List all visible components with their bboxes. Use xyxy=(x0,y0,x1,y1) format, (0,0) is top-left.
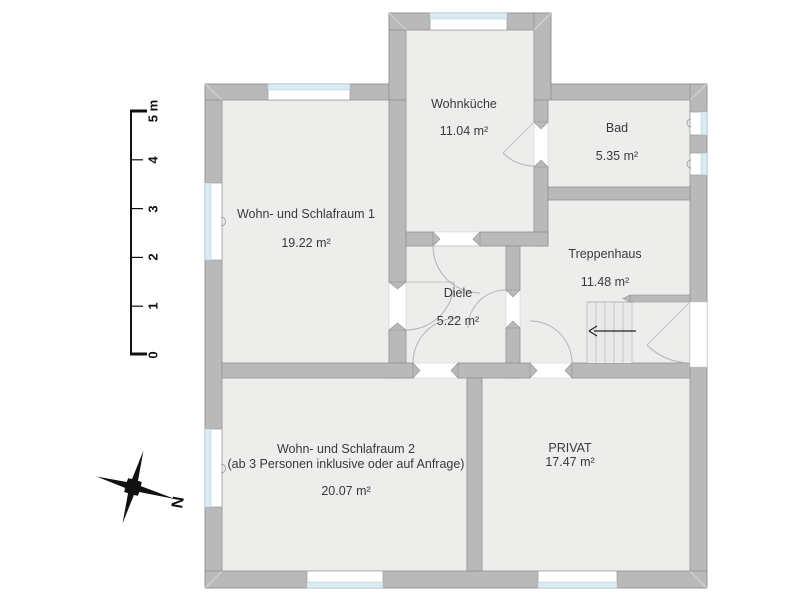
privat-area-label: 17.47 m² xyxy=(545,454,595,469)
door-diele-room2 xyxy=(412,317,459,364)
scale-label-0: 0 xyxy=(145,351,161,359)
room2-note-label: (ab 3 Personen inklusive oder auf Anfrag… xyxy=(227,456,465,471)
privat-name-label: PRIVAT xyxy=(548,440,592,455)
stairs-direction-arrow xyxy=(588,325,636,337)
diele-area-label: 5.22 m² xyxy=(436,313,480,328)
window-room1-top xyxy=(267,83,351,101)
window-kitchen-top xyxy=(429,12,508,31)
bad-area-label: 5.35 m² xyxy=(595,148,639,163)
wall-end-points xyxy=(388,121,573,379)
door-kitchen-diele xyxy=(432,245,481,294)
window-room2-left xyxy=(204,428,226,508)
kitchen-name-label: Wohnküche xyxy=(431,96,497,111)
room2-area-label: 20.07 m² xyxy=(321,483,371,498)
room1-name-label: Wohn- und Schlafraum 1 xyxy=(236,206,376,221)
window-privat-bottom xyxy=(537,570,618,589)
scale-bar xyxy=(130,109,147,356)
scale-label-2: 2 xyxy=(145,253,161,261)
room2-name-label: Wohn- und Schlafraum 2 xyxy=(276,441,416,456)
door-room1-diele xyxy=(405,281,455,331)
door-swings xyxy=(405,121,691,364)
scale-label-4: 4 xyxy=(145,156,161,164)
window-bad-right-lower xyxy=(686,152,708,176)
door-diele-treppenhaus xyxy=(467,289,507,329)
compass-rose-icon xyxy=(96,450,176,524)
window-bad-right-upper xyxy=(686,111,708,136)
scale-label-1: 1 xyxy=(145,302,161,310)
door-kitchen-bad xyxy=(502,121,535,167)
scale-label-3: 3 xyxy=(145,205,161,213)
stairs xyxy=(586,301,636,363)
entrance-door xyxy=(646,301,691,364)
corner-miters xyxy=(204,12,708,589)
door-treppenhaus-privat xyxy=(529,320,573,364)
treppenhaus-name-label: Treppenhaus xyxy=(568,246,642,261)
kitchen-area-label: 11.04 m² xyxy=(439,123,489,138)
bad-name-label: Bad xyxy=(605,120,629,135)
diele-name-label: Diele xyxy=(443,285,473,300)
window-room2-bottom xyxy=(306,570,384,589)
stair-railing-wall xyxy=(622,294,691,303)
scale-label-5m: 5 m xyxy=(145,99,161,123)
windows xyxy=(204,12,708,589)
treppenhaus-area-label: 11.48 m² xyxy=(580,274,630,289)
window-room1-left xyxy=(204,182,226,261)
room1-area-label: 19.22 m² xyxy=(281,235,331,250)
